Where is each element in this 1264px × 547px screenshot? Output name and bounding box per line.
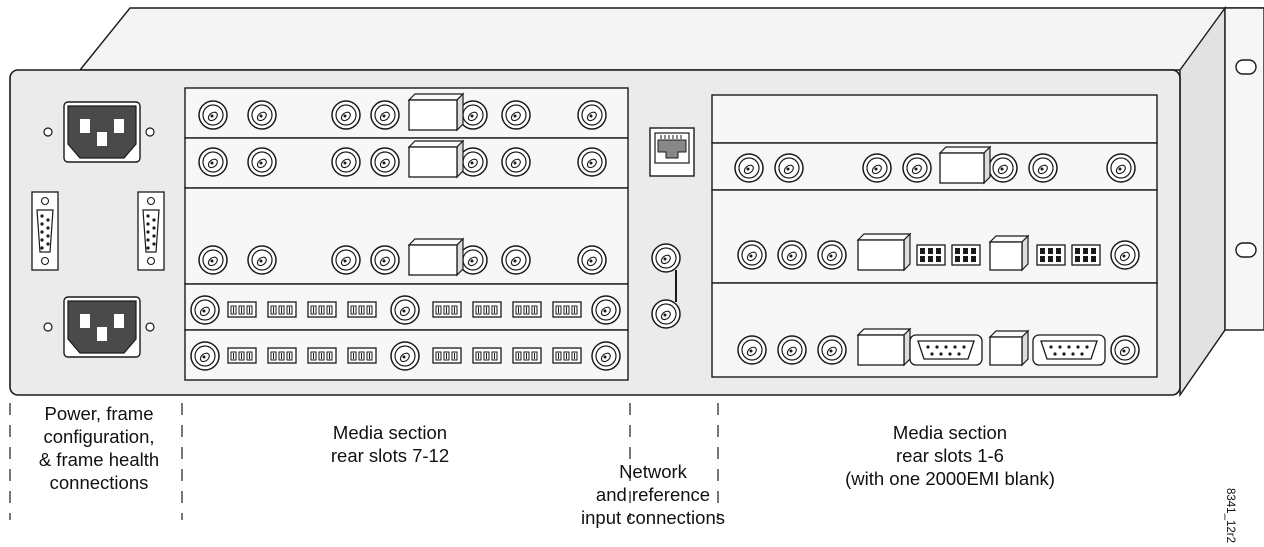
bnc-connector-icon	[501, 100, 531, 130]
bnc-connector-icon	[370, 245, 400, 275]
power-config-section	[31, 101, 165, 358]
bnc-connector-icon	[1110, 335, 1140, 365]
module-blank-icon	[988, 234, 1030, 272]
label-media-section-slots-7-12: Media section rear slots 7-12	[330, 422, 450, 466]
bnc-connector-icon	[370, 100, 400, 130]
terminal-block-icon	[227, 301, 257, 318]
power-inlet-icon	[43, 296, 155, 358]
bnc-connector-icon	[1028, 153, 1058, 183]
module-blank-icon	[938, 145, 992, 185]
terminal-block-icon	[1036, 244, 1066, 266]
bnc-connector-icon	[737, 335, 767, 365]
figure-number: 8341_12r2	[1224, 488, 1236, 543]
bnc-connector-icon	[331, 245, 361, 275]
terminal-block-icon	[432, 301, 462, 318]
module-blank-icon	[856, 327, 912, 367]
db9-connector-icon	[137, 191, 165, 271]
bnc-connector-icon	[862, 153, 892, 183]
bnc-connector-icon	[777, 335, 807, 365]
bnc-connector-icon	[651, 299, 681, 329]
terminal-block-icon	[951, 244, 981, 266]
bnc-connector-icon	[458, 100, 488, 130]
module-blank-icon	[407, 92, 465, 132]
bnc-connector-icon	[331, 147, 361, 177]
terminal-block-icon	[916, 244, 946, 266]
terminal-block-icon	[227, 347, 257, 364]
module-blank-icon	[407, 237, 465, 277]
module-blank-icon	[988, 329, 1030, 367]
rack-ear-slot-icon	[1235, 59, 1257, 75]
terminal-block-icon	[267, 347, 297, 364]
bnc-connector-icon	[190, 295, 220, 325]
bnc-connector-icon	[390, 341, 420, 371]
terminal-block-icon	[432, 347, 462, 364]
db15-connector-icon	[909, 334, 983, 366]
bnc-connector-icon	[501, 147, 531, 177]
bnc-connector-icon	[198, 100, 228, 130]
label-media-section-slots-1-6: Media section rear slots 1-6 (with one 2…	[845, 422, 1055, 489]
label-power-frame-health: Power, frame configuration, & frame heal…	[38, 403, 160, 493]
media-slots-7-12	[184, 87, 629, 381]
bnc-connector-icon	[458, 147, 488, 177]
bnc-connector-icon	[651, 243, 681, 273]
bnc-connector-icon	[390, 295, 420, 325]
bnc-connector-icon	[1110, 240, 1140, 270]
rack-ear	[1224, 7, 1264, 331]
bnc-connector-icon	[198, 147, 228, 177]
terminal-block-icon	[267, 301, 297, 318]
chassis-side	[1179, 5, 1226, 398]
bnc-connector-icon	[591, 341, 621, 371]
terminal-block-icon	[472, 347, 502, 364]
db9-connector-icon	[31, 191, 59, 271]
chassis-top	[78, 7, 1264, 71]
bnc-connector-icon	[458, 245, 488, 275]
power-inlet-icon	[43, 101, 155, 163]
bnc-connector-icon	[190, 341, 220, 371]
bnc-connector-icon	[777, 240, 807, 270]
db15-connector-icon	[1032, 334, 1106, 366]
terminal-block-icon	[512, 347, 542, 364]
bnc-connector-icon	[247, 245, 277, 275]
bnc-connector-icon	[1106, 153, 1136, 183]
bnc-connector-icon	[902, 153, 932, 183]
bnc-connector-icon	[817, 240, 847, 270]
terminal-block-icon	[1071, 244, 1101, 266]
bnc-connector-icon	[577, 245, 607, 275]
module-blank-icon	[856, 232, 912, 272]
bnc-connector-icon	[774, 153, 804, 183]
bnc-connector-icon	[577, 147, 607, 177]
terminal-block-icon	[347, 301, 377, 318]
bnc-connector-icon	[198, 245, 228, 275]
dimension-guides	[9, 403, 719, 520]
terminal-block-icon	[552, 347, 582, 364]
bnc-connector-icon	[737, 240, 767, 270]
terminal-block-icon	[512, 301, 542, 318]
module-blank-icon	[407, 139, 465, 179]
bnc-connector-icon	[577, 100, 607, 130]
terminal-block-icon	[552, 301, 582, 318]
bnc-connector-icon	[817, 335, 847, 365]
bnc-connector-icon	[988, 153, 1018, 183]
bnc-connector-icon	[247, 147, 277, 177]
network-reference-section	[649, 127, 695, 329]
terminal-block-icon	[307, 301, 337, 318]
terminal-block-icon	[472, 301, 502, 318]
bnc-connector-icon	[331, 100, 361, 130]
bnc-connector-icon	[591, 295, 621, 325]
rear-card-slot	[711, 94, 1158, 144]
rear-card-slot	[711, 189, 1158, 284]
bnc-connector-icon	[247, 100, 277, 130]
bnc-connector-icon	[370, 147, 400, 177]
rack-ear-slot-icon	[1235, 242, 1257, 258]
bnc-connector-icon	[734, 153, 764, 183]
rear-card-slot	[184, 87, 629, 139]
rj45-jack-icon	[649, 127, 695, 177]
terminal-block-icon	[347, 347, 377, 364]
label-network-reference: Network and reference input connections	[581, 461, 725, 528]
terminal-block-icon	[307, 347, 337, 364]
media-slots-1-6	[711, 94, 1158, 378]
bnc-connector-icon	[501, 245, 531, 275]
